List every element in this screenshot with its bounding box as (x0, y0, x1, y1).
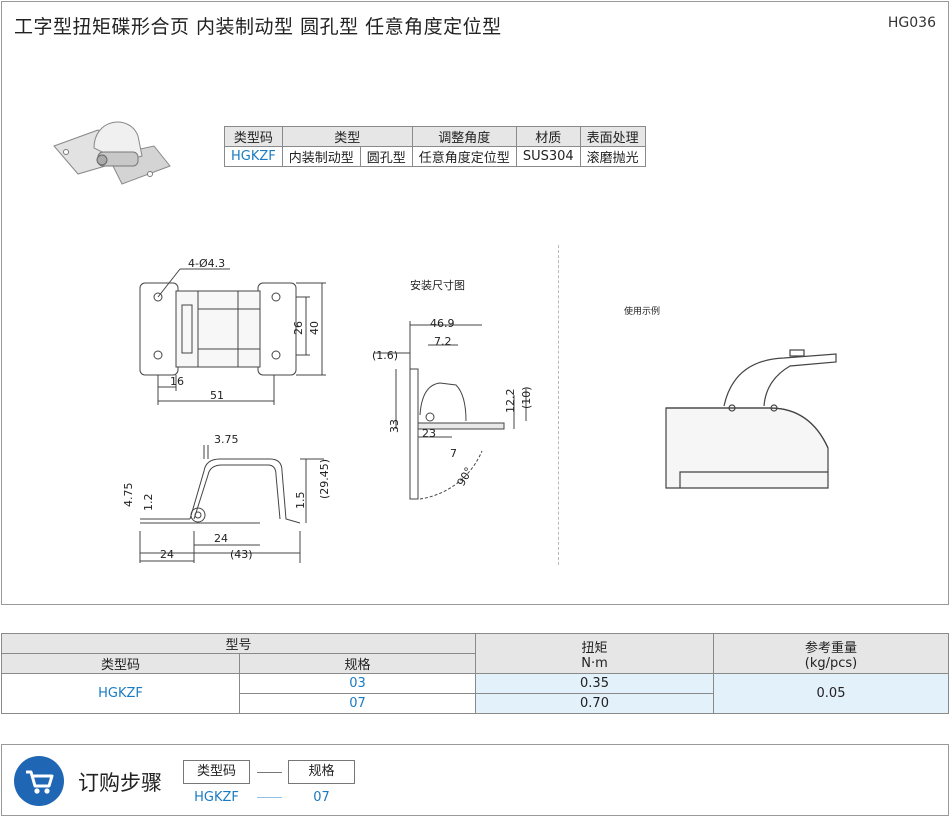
spec-header: 规格 (239, 653, 476, 674)
dim-3-75: 3.75 (214, 433, 239, 446)
dim-23: 23 (422, 427, 436, 440)
dim-29-45: (29.45) (318, 459, 331, 499)
spec-material: SUS304 (515, 146, 581, 167)
dim-43: (43) (230, 548, 253, 561)
dim-4-75: 4.75 (122, 483, 135, 508)
spec-header-type-code: 类型码 (224, 126, 283, 147)
model-weight: 0.05 (713, 673, 949, 714)
spec-angle: 任意角度定位型 (411, 146, 517, 167)
step-type-code: 类型码 (183, 760, 250, 784)
dim-1-2: 1.2 (142, 494, 155, 512)
install-title: 安装尺寸图 (410, 279, 465, 292)
dim-1-6: (1.6) (372, 349, 398, 362)
product-photo (53, 121, 171, 185)
spec-header-surface: 表面处理 (579, 126, 646, 147)
spec-header-type: 类型 (281, 126, 413, 147)
dim-24-left: 24 (160, 548, 174, 561)
order-steps: 订购步骤 类型码 规格 HGKZF 07 (1, 744, 949, 816)
dim-51: 51 (210, 389, 224, 402)
step-value-connector (257, 797, 282, 798)
model-spec-07: 07 (239, 693, 476, 714)
page-title: 工字型扭矩碟形合页 内装制动型 圆孔型 任意角度定位型 (14, 16, 502, 38)
model-type-code: HGKZF (1, 673, 240, 714)
divider (558, 245, 559, 565)
install-view (374, 321, 527, 500)
spec-type-code: HGKZF (224, 146, 283, 167)
weight-label: 参考重量 (804, 640, 857, 656)
model-torque-07: 0.70 (475, 693, 714, 714)
dim-hole: 4-Ø4.3 (188, 257, 225, 270)
step-connector (257, 772, 282, 773)
torque-unit: N·m (581, 655, 608, 671)
weight-unit: (kg/pcs) (804, 655, 858, 671)
type-code-header: 类型码 (1, 653, 240, 674)
cart-icon (14, 756, 64, 806)
dim-7: 7 (450, 447, 457, 460)
model-table: 型号 扭矩 N·m 参考重量 (kg/pcs) 类型码 规格 HGKZF 03 … (1, 633, 949, 714)
dim-26: 26 (292, 321, 305, 335)
spec-type-b: 圆孔型 (359, 146, 413, 167)
spec-header-angle: 调整角度 (411, 126, 517, 147)
dim-10: (10) (520, 386, 533, 409)
model-group-header: 型号 (1, 633, 476, 654)
step-spec: 规格 (288, 760, 355, 784)
spec-surface: 滚磨抛光 (579, 146, 646, 167)
spec-table: 类型码 类型 调整角度 材质 表面处理 HGKZF 内装制动型 圆孔型 任意角度… (224, 126, 646, 167)
product-frame (1, 1, 949, 605)
dim-33: 33 (388, 419, 401, 433)
dim-46-9: 46.9 (430, 317, 455, 330)
torque-label: 扭矩 (581, 640, 608, 656)
step-type-code-value: HGKZF (194, 790, 239, 805)
spec-header-material: 材质 (515, 126, 581, 147)
usage-example (665, 349, 837, 489)
weight-header: 参考重量 (kg/pcs) (713, 633, 949, 674)
dim-24-right: 24 (214, 532, 228, 545)
dim-7-2: 7.2 (434, 335, 452, 348)
order-title: 订购步骤 (78, 771, 162, 795)
technical-drawing: 4-Ø4.3 26 40 16 51 3.75 4.75 1.2 1.5 (29… (122, 257, 533, 563)
page-code: HG036 (887, 15, 936, 31)
model-torque-03: 0.35 (475, 673, 714, 694)
dim-1-5: 1.5 (294, 492, 307, 510)
dim-40: 40 (308, 321, 321, 335)
usage-title: 使用示例 (624, 307, 661, 317)
spec-type-a: 内装制动型 (281, 146, 361, 167)
torque-header: 扭矩 N·m (475, 633, 714, 674)
model-spec-03: 03 (239, 673, 476, 694)
front-view (139, 268, 326, 405)
step-spec-value: 07 (313, 790, 330, 805)
side-view (139, 445, 324, 563)
dim-12-2: 12.2 (504, 389, 517, 414)
dim-16: 16 (170, 375, 184, 388)
